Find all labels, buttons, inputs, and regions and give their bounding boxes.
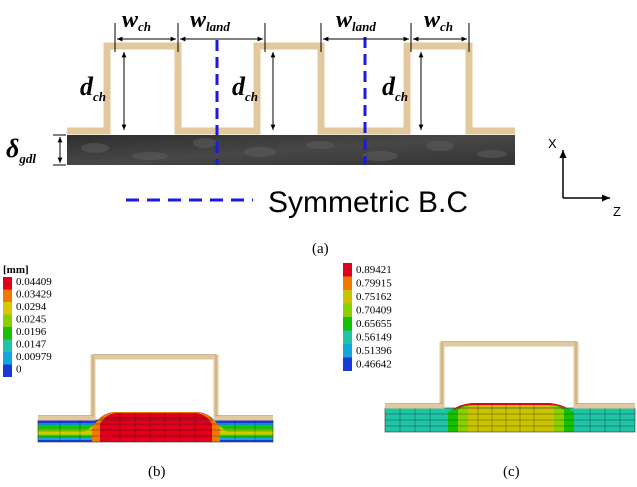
legend-swatch [3, 339, 12, 352]
bipolar-plate-c [385, 341, 635, 409]
legend-swatch [3, 289, 12, 302]
caption-c: (c) [503, 464, 520, 480]
label-w-land-2: wland [336, 7, 376, 34]
legend-value: 0.0196 [16, 326, 47, 338]
coordinate-axes [559, 150, 610, 202]
caption-b: (b) [148, 464, 166, 480]
porosity-contour [384, 403, 636, 433]
legend-value: 0.65655 [356, 318, 392, 330]
legend-value: 0.56149 [356, 332, 392, 344]
panel-a: wch wland wland wch dch dch dch δgdl Sym… [6, 7, 621, 257]
legend-swatch [3, 364, 12, 377]
label-d-ch-3: dch [382, 72, 408, 104]
axis-label-x: X [548, 136, 557, 151]
label-d-ch-2: dch [232, 72, 258, 104]
legend-swatch [343, 330, 352, 344]
label-d-ch-1: dch [80, 72, 106, 104]
legend-swatch [343, 263, 352, 277]
caption-a: (a) [312, 241, 329, 257]
legend-value: 0.46642 [356, 359, 392, 371]
label-w-ch-2: wch [424, 7, 453, 34]
legend-swatch [343, 317, 352, 331]
panel-b: [mm] 0.04409 0.03429 0.0294 0.0245 0.019… [3, 264, 274, 480]
legend-value: 0 [16, 364, 22, 376]
label-w-ch-1: wch [122, 7, 151, 34]
legend-swatch [343, 276, 352, 290]
legend-value: 0.0147 [16, 339, 47, 351]
legend-swatch [3, 302, 12, 315]
displacement-contour [37, 412, 274, 443]
legend-value: 0.75162 [356, 291, 392, 303]
label-delta-gdl: δgdl [6, 134, 36, 166]
legend-value: 0.89421 [356, 264, 392, 276]
legend-value: 0.0245 [16, 314, 47, 326]
color-legend-c: 0.89421 0.79915 0.75162 0.70409 0.65655 … [343, 263, 392, 371]
panel-c: 0.89421 0.79915 0.75162 0.70409 0.65655 … [343, 263, 636, 480]
legend-value: 0.79915 [356, 278, 392, 290]
unit-label: [mm] [3, 264, 29, 276]
legend-value: 0.0294 [16, 301, 47, 313]
axis-label-z: Z [613, 204, 621, 219]
legend-value: 0.03429 [16, 289, 52, 301]
legend-value: 0.00979 [16, 351, 52, 363]
legend-swatch [343, 357, 352, 371]
legend-swatch [343, 344, 352, 358]
legend-value: 0.51396 [356, 345, 392, 357]
legend-symmetric-bc: Symmetric B.C [268, 186, 468, 219]
bipolar-plate [67, 42, 515, 135]
bipolar-plate-b [38, 354, 273, 421]
legend-value: 0.70409 [356, 305, 392, 317]
legend-swatch [3, 277, 12, 290]
legend-swatch [3, 352, 12, 365]
top-dimensions [114, 23, 470, 52]
legend-swatch [343, 303, 352, 317]
legend-swatch [3, 327, 12, 340]
legend-swatch [3, 314, 12, 327]
depth-dimensions [53, 52, 424, 166]
color-legend-b: 0.04409 0.03429 0.0294 0.0245 0.0196 0.0… [3, 276, 52, 377]
legend-swatch [343, 290, 352, 304]
label-w-land-1: wland [190, 7, 230, 34]
legend-value: 0.04409 [16, 276, 52, 288]
gdl-texture [81, 138, 507, 161]
